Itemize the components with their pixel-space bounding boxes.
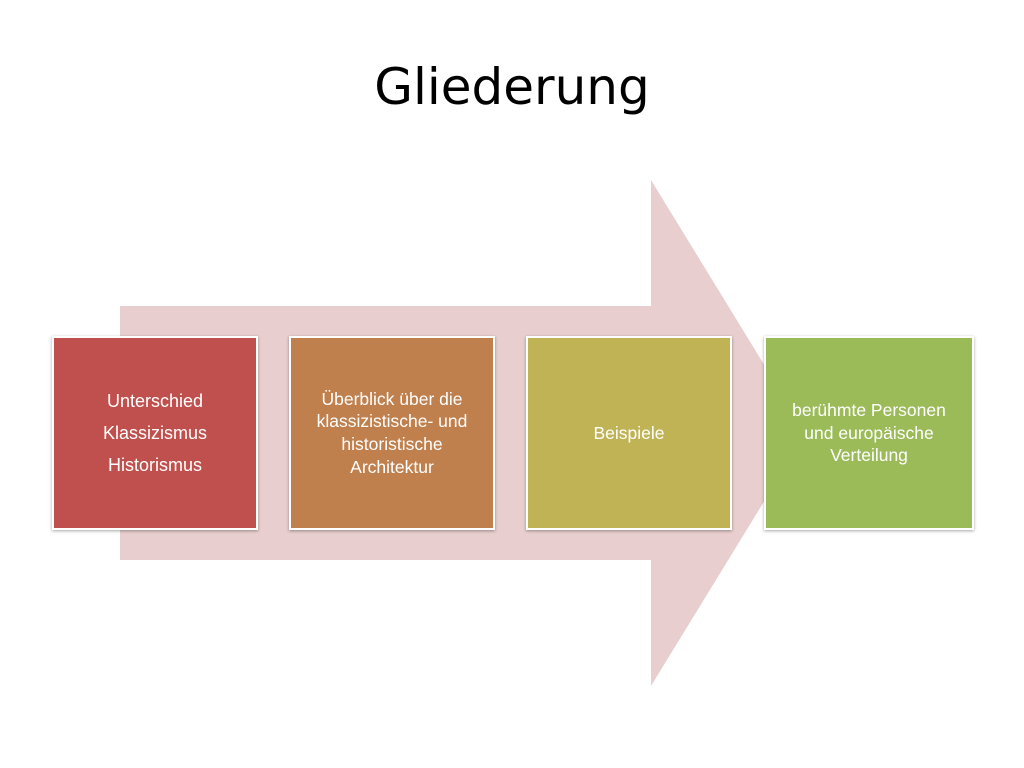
step-text-line: und europäische	[804, 422, 934, 443]
step-text-line: Unterschied	[106, 391, 204, 411]
step-text-line: klassizistische- und	[316, 411, 468, 432]
step-unterschied: Unterschied Klassizismus Historismus	[52, 336, 258, 530]
step-text-line: Architektur	[350, 456, 434, 477]
step-text-line: Verteilung	[830, 445, 908, 466]
step-beispiele: Beispiele	[526, 336, 732, 530]
step-ueberblick: Überblick über die klassizistische- und …	[289, 336, 495, 530]
slide-title: Gliederung	[374, 58, 650, 116]
step-text-line: berühmte Personen	[792, 399, 946, 420]
step-text-line: Historismus	[107, 455, 202, 475]
step-text-line: Überblick über die	[321, 388, 463, 409]
step-text-line: Klassizismus	[102, 423, 208, 443]
step-text-line: historistische	[341, 434, 443, 454]
step-text-line: Beispiele	[593, 422, 665, 443]
step-personen: berühmte Personen und europäische Vertei…	[764, 336, 974, 530]
